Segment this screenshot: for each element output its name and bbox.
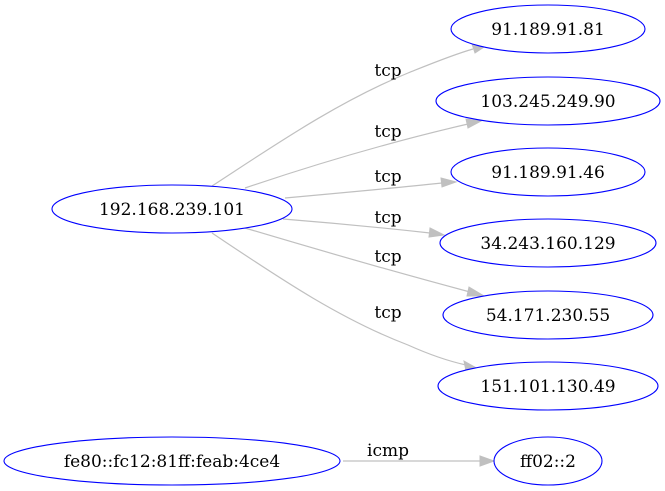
edge-line [284,182,443,199]
edge-label: tcp [374,303,401,323]
node-label: 34.243.160.129 [480,234,615,254]
node-151-101-130-49[interactable]: 151.101.130.49 [437,361,659,411]
node-103-245-249-90[interactable]: 103.245.249.90 [435,76,661,126]
edge-src2-d7: icmp [343,441,496,467]
edge-label: tcp [374,247,401,267]
edge-src1-d5: tcp [244,227,486,297]
node-label: 103.245.249.90 [480,92,615,112]
node-54-171-230-55[interactable]: 54.171.230.55 [442,290,654,340]
node-ellipse [435,76,661,126]
edge-label: tcp [374,61,401,81]
node-ellipse [450,147,646,197]
arrow-head [440,177,458,188]
edge-src1-d2: tcp [244,118,483,189]
arrow-head [466,286,486,297]
node-ellipse [493,436,603,486]
node-label: 151.101.130.49 [480,377,615,397]
node-192-168-239-101[interactable]: 192.168.239.101 [51,184,293,234]
node-fe80-fc12-81ff-feab-4ce4[interactable]: fe80::fc12:81ff:feab:4ce4 [3,436,341,486]
node-label: fe80::fc12:81ff:feab:4ce4 [64,452,280,472]
edge-line [244,123,469,189]
node-ellipse [450,4,646,54]
node-ellipse [3,436,341,486]
edge-line [211,48,474,187]
edge-label: icmp [367,441,409,461]
node-ff02-2[interactable]: ff02::2 [493,436,603,486]
edge-label: tcp [374,122,401,142]
edge-label: tcp [374,167,401,187]
edge-src1-d6: tcp [211,232,482,372]
node-label: 54.171.230.55 [486,306,610,326]
node-label: 91.189.91.81 [491,20,605,40]
node-label: 91.189.91.46 [491,163,605,183]
node-91-189-91-46[interactable]: 91.189.91.46 [450,147,646,197]
node-label: ff02::2 [520,452,576,472]
arrow-head [428,227,446,238]
edge-line [244,227,471,293]
node-ellipse [51,184,293,234]
node-label: 192.168.239.101 [99,200,245,220]
arrow-head [479,455,496,467]
node-ellipse [442,290,654,340]
edge-src1-d3: tcp [284,167,458,199]
node-34-243-160-129[interactable]: 34.243.160.129 [439,218,657,268]
edge-src1-d1: tcp [211,43,489,187]
node-ellipse [439,218,657,268]
edge-src1-d4: tcp [282,208,446,238]
edge-label: tcp [374,208,401,228]
edge-line [211,232,467,366]
node-91-189-91-81[interactable]: 91.189.91.81 [450,4,646,54]
arrow-head [465,118,483,129]
node-ellipse [437,361,659,411]
edge-line [282,218,431,234]
